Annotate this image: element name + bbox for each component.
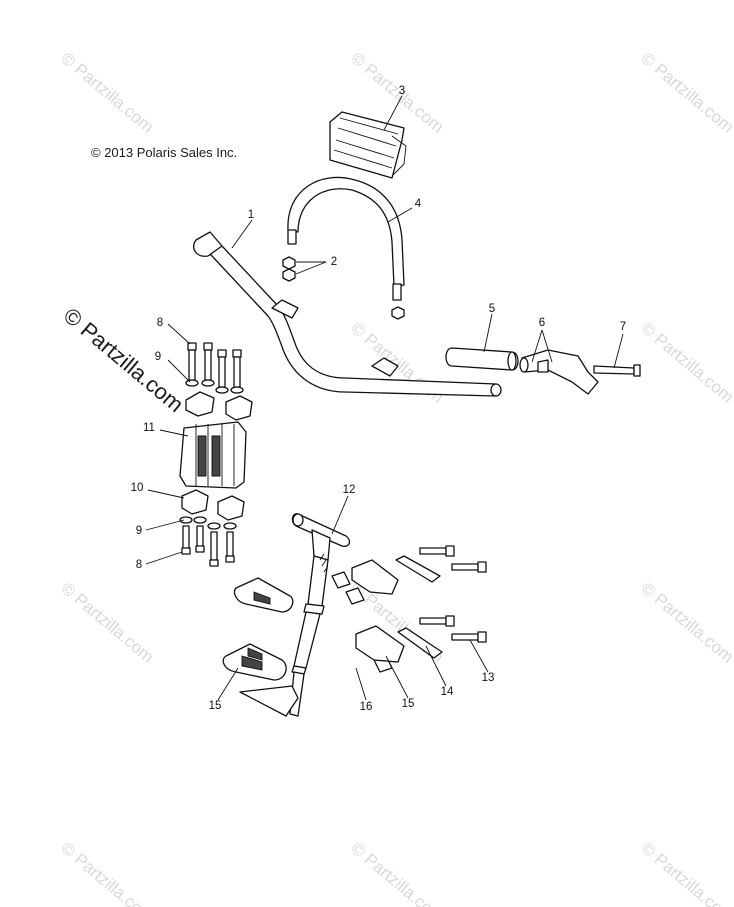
watermark-top-left: © Partzilla.com xyxy=(57,49,157,137)
callout-7: 7 xyxy=(620,321,626,333)
part-15-clamp-lower-left xyxy=(222,643,287,681)
callout-11: 11 xyxy=(143,422,155,434)
part-9-washers-top xyxy=(185,379,244,394)
callout-10: 10 xyxy=(131,482,144,494)
callout-15-left: 15 xyxy=(209,700,222,712)
part-7-bolt xyxy=(593,364,641,377)
part-12-steering-post xyxy=(239,513,351,717)
callout-9-bottom: 9 xyxy=(136,525,142,537)
part-2-nuts xyxy=(282,256,405,320)
watermark-bottom-right: © Partzilla.com xyxy=(637,839,734,907)
clamp-assembly-left xyxy=(179,342,253,567)
callout-6: 6 xyxy=(539,317,545,329)
callout-3: 3 xyxy=(399,85,405,97)
watermark-low-right: © Partzilla.com xyxy=(637,579,734,667)
part-8-bolts-bottom xyxy=(181,525,235,567)
part-6-bracket xyxy=(519,349,599,395)
leader-lines xyxy=(145,95,624,701)
watermark-top-right: © Partzilla.com xyxy=(637,49,734,137)
watermark-dark: © Partzilla.com xyxy=(59,303,189,417)
part-9-washers-bottom xyxy=(179,516,237,530)
callouts: 3 1 4 2 5 6 7 8 9 11 10 9 8 12 13 14 15 … xyxy=(131,85,627,713)
callout-8-bottom: 8 xyxy=(136,559,142,571)
callout-4: 4 xyxy=(415,198,422,210)
callout-5: 5 xyxy=(489,303,495,315)
copyright-text: © 2013 Polaris Sales Inc. xyxy=(91,145,237,160)
clamp-assembly-right xyxy=(331,545,487,673)
part-3-handlebar-pad xyxy=(329,111,407,179)
part-8-bolts-top xyxy=(187,342,242,388)
callout-1: 1 xyxy=(248,209,254,221)
part-5-grip xyxy=(445,347,519,371)
watermark-mid-right: © Partzilla.com xyxy=(637,319,734,407)
callout-16: 16 xyxy=(360,701,373,713)
part-1-handlebar xyxy=(193,231,502,397)
part-11-riser-block xyxy=(179,421,247,489)
watermark-bottom-center: © Partzilla.com xyxy=(347,839,447,907)
callout-14: 14 xyxy=(441,686,454,698)
callout-9-top: 9 xyxy=(155,351,161,363)
callout-15-right: 15 xyxy=(402,698,415,710)
part-15-clamp-upper-left xyxy=(233,577,294,613)
watermark-layer: © Partzilla.com © Partzilla.com © Partzi… xyxy=(57,49,734,907)
part-4-crossbar xyxy=(287,176,405,301)
callout-12: 12 xyxy=(343,484,356,496)
watermark-low-left: © Partzilla.com xyxy=(57,579,157,667)
watermark-bottom-left: © Partzilla.com xyxy=(57,839,157,907)
callout-8-top: 8 xyxy=(157,317,163,329)
callout-2: 2 xyxy=(331,256,337,268)
callout-13: 13 xyxy=(482,672,495,684)
